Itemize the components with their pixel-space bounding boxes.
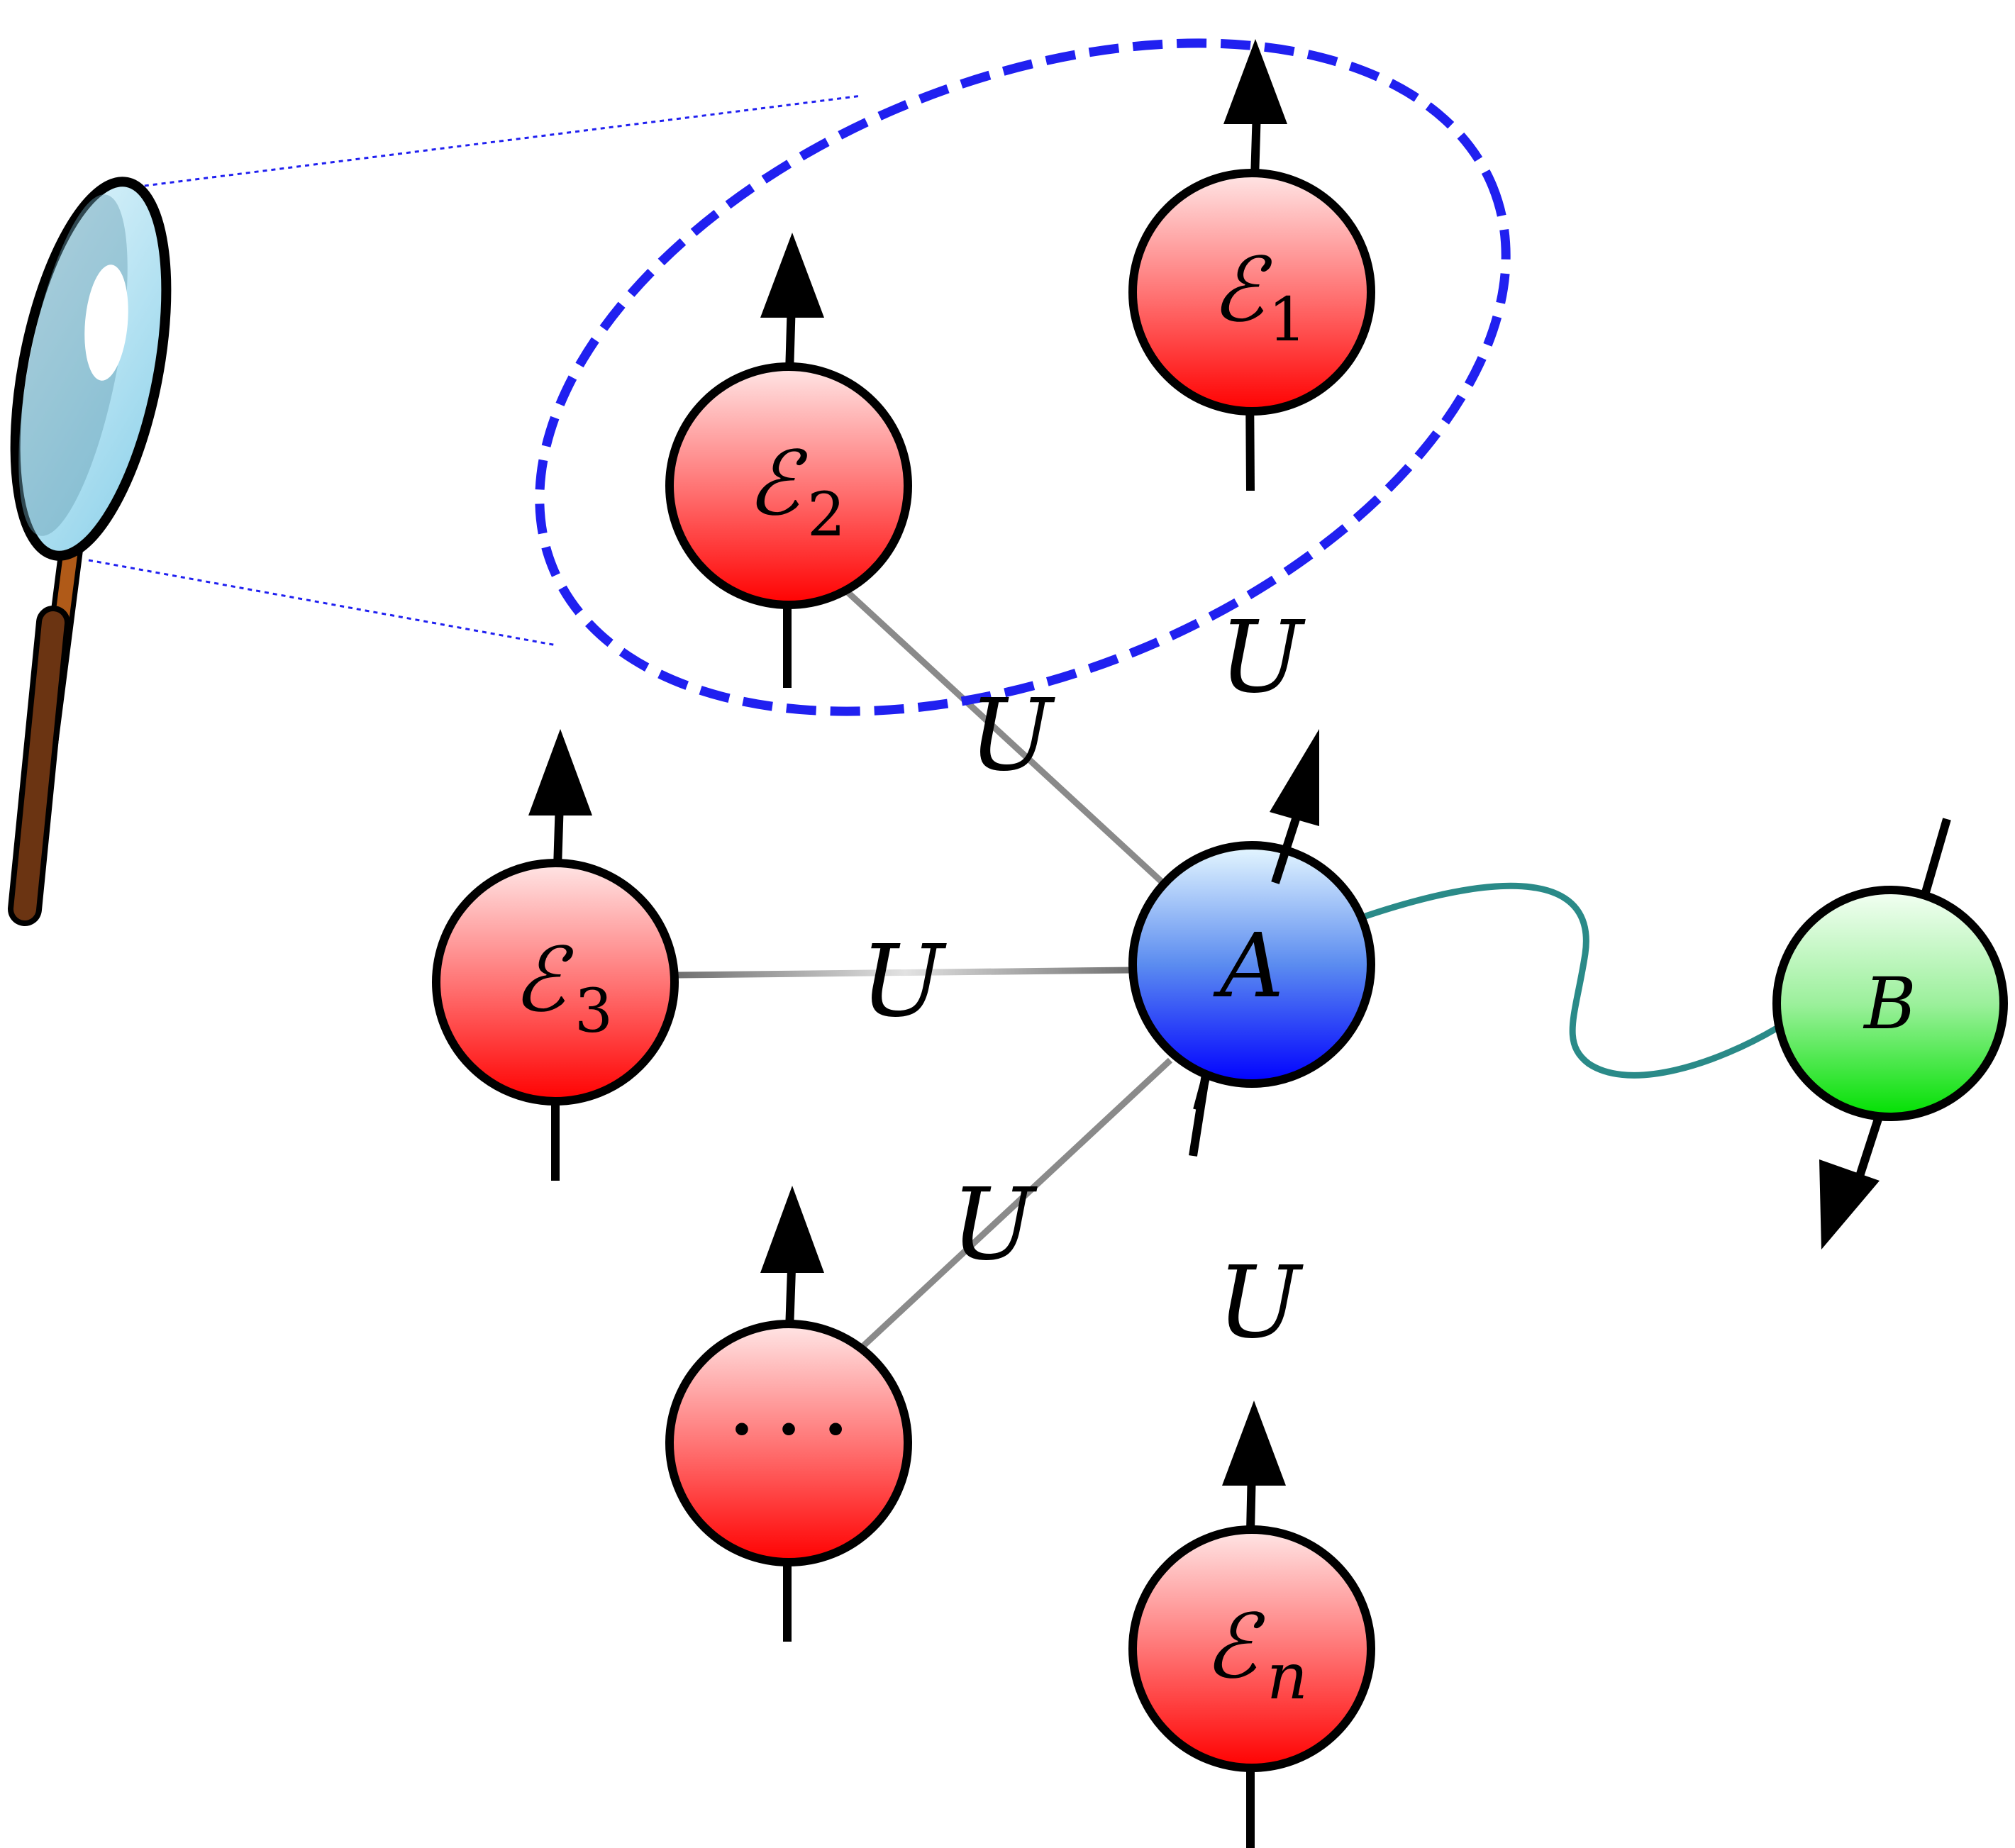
node-label-dots: · · · bbox=[730, 1390, 847, 1469]
coupling-label-e2: U bbox=[969, 678, 1055, 794]
coupling-label-e1: U bbox=[1219, 600, 1306, 716]
node-label-e1: ℰ bbox=[1211, 239, 1272, 342]
magnifier-sight-lines bbox=[88, 94, 862, 647]
environment-node-e2: ℰ 2 bbox=[665, 233, 912, 688]
environment-node-dots: · · · bbox=[665, 1186, 912, 1642]
coupling-lines bbox=[677, 489, 1257, 1386]
system-node-b: B bbox=[1772, 818, 2008, 1249]
coupling-label-en: U bbox=[1217, 1245, 1304, 1361]
node-subscript-e2: 2 bbox=[807, 480, 845, 550]
environment-node-en: ℰ n bbox=[1128, 1401, 1375, 1848]
system-node-a: A bbox=[1128, 729, 1375, 1157]
node-label-e3: ℰ bbox=[512, 929, 574, 1032]
entanglement-link bbox=[1364, 882, 1779, 1079]
coupling-label-e3: U bbox=[860, 924, 947, 1040]
coupling-line-e2 bbox=[845, 589, 1170, 889]
node-label-en: ℰ bbox=[1204, 1596, 1265, 1698]
node-label-a: A bbox=[1213, 915, 1284, 1018]
node-label-b: B bbox=[1863, 962, 1916, 1045]
node-label-e2: ℰ bbox=[746, 433, 808, 535]
coupling-line-edots bbox=[859, 1057, 1173, 1350]
node-subscript-e1: 1 bbox=[1268, 285, 1306, 355]
environment-node-e3: ℰ 3 bbox=[432, 729, 679, 1181]
coupling-line-e3 bbox=[677, 967, 1134, 979]
node-subscript-en: n bbox=[1267, 1640, 1308, 1714]
magnifier-icon bbox=[8, 177, 172, 926]
coupling-labels: U U U U U bbox=[860, 600, 1306, 1361]
node-subscript-e3: 3 bbox=[574, 976, 613, 1047]
measured-region-ellipse bbox=[535, 38, 1511, 716]
environment-node-e1: ℰ 1 bbox=[1128, 39, 1375, 491]
coupling-label-edots: U bbox=[951, 1167, 1038, 1283]
